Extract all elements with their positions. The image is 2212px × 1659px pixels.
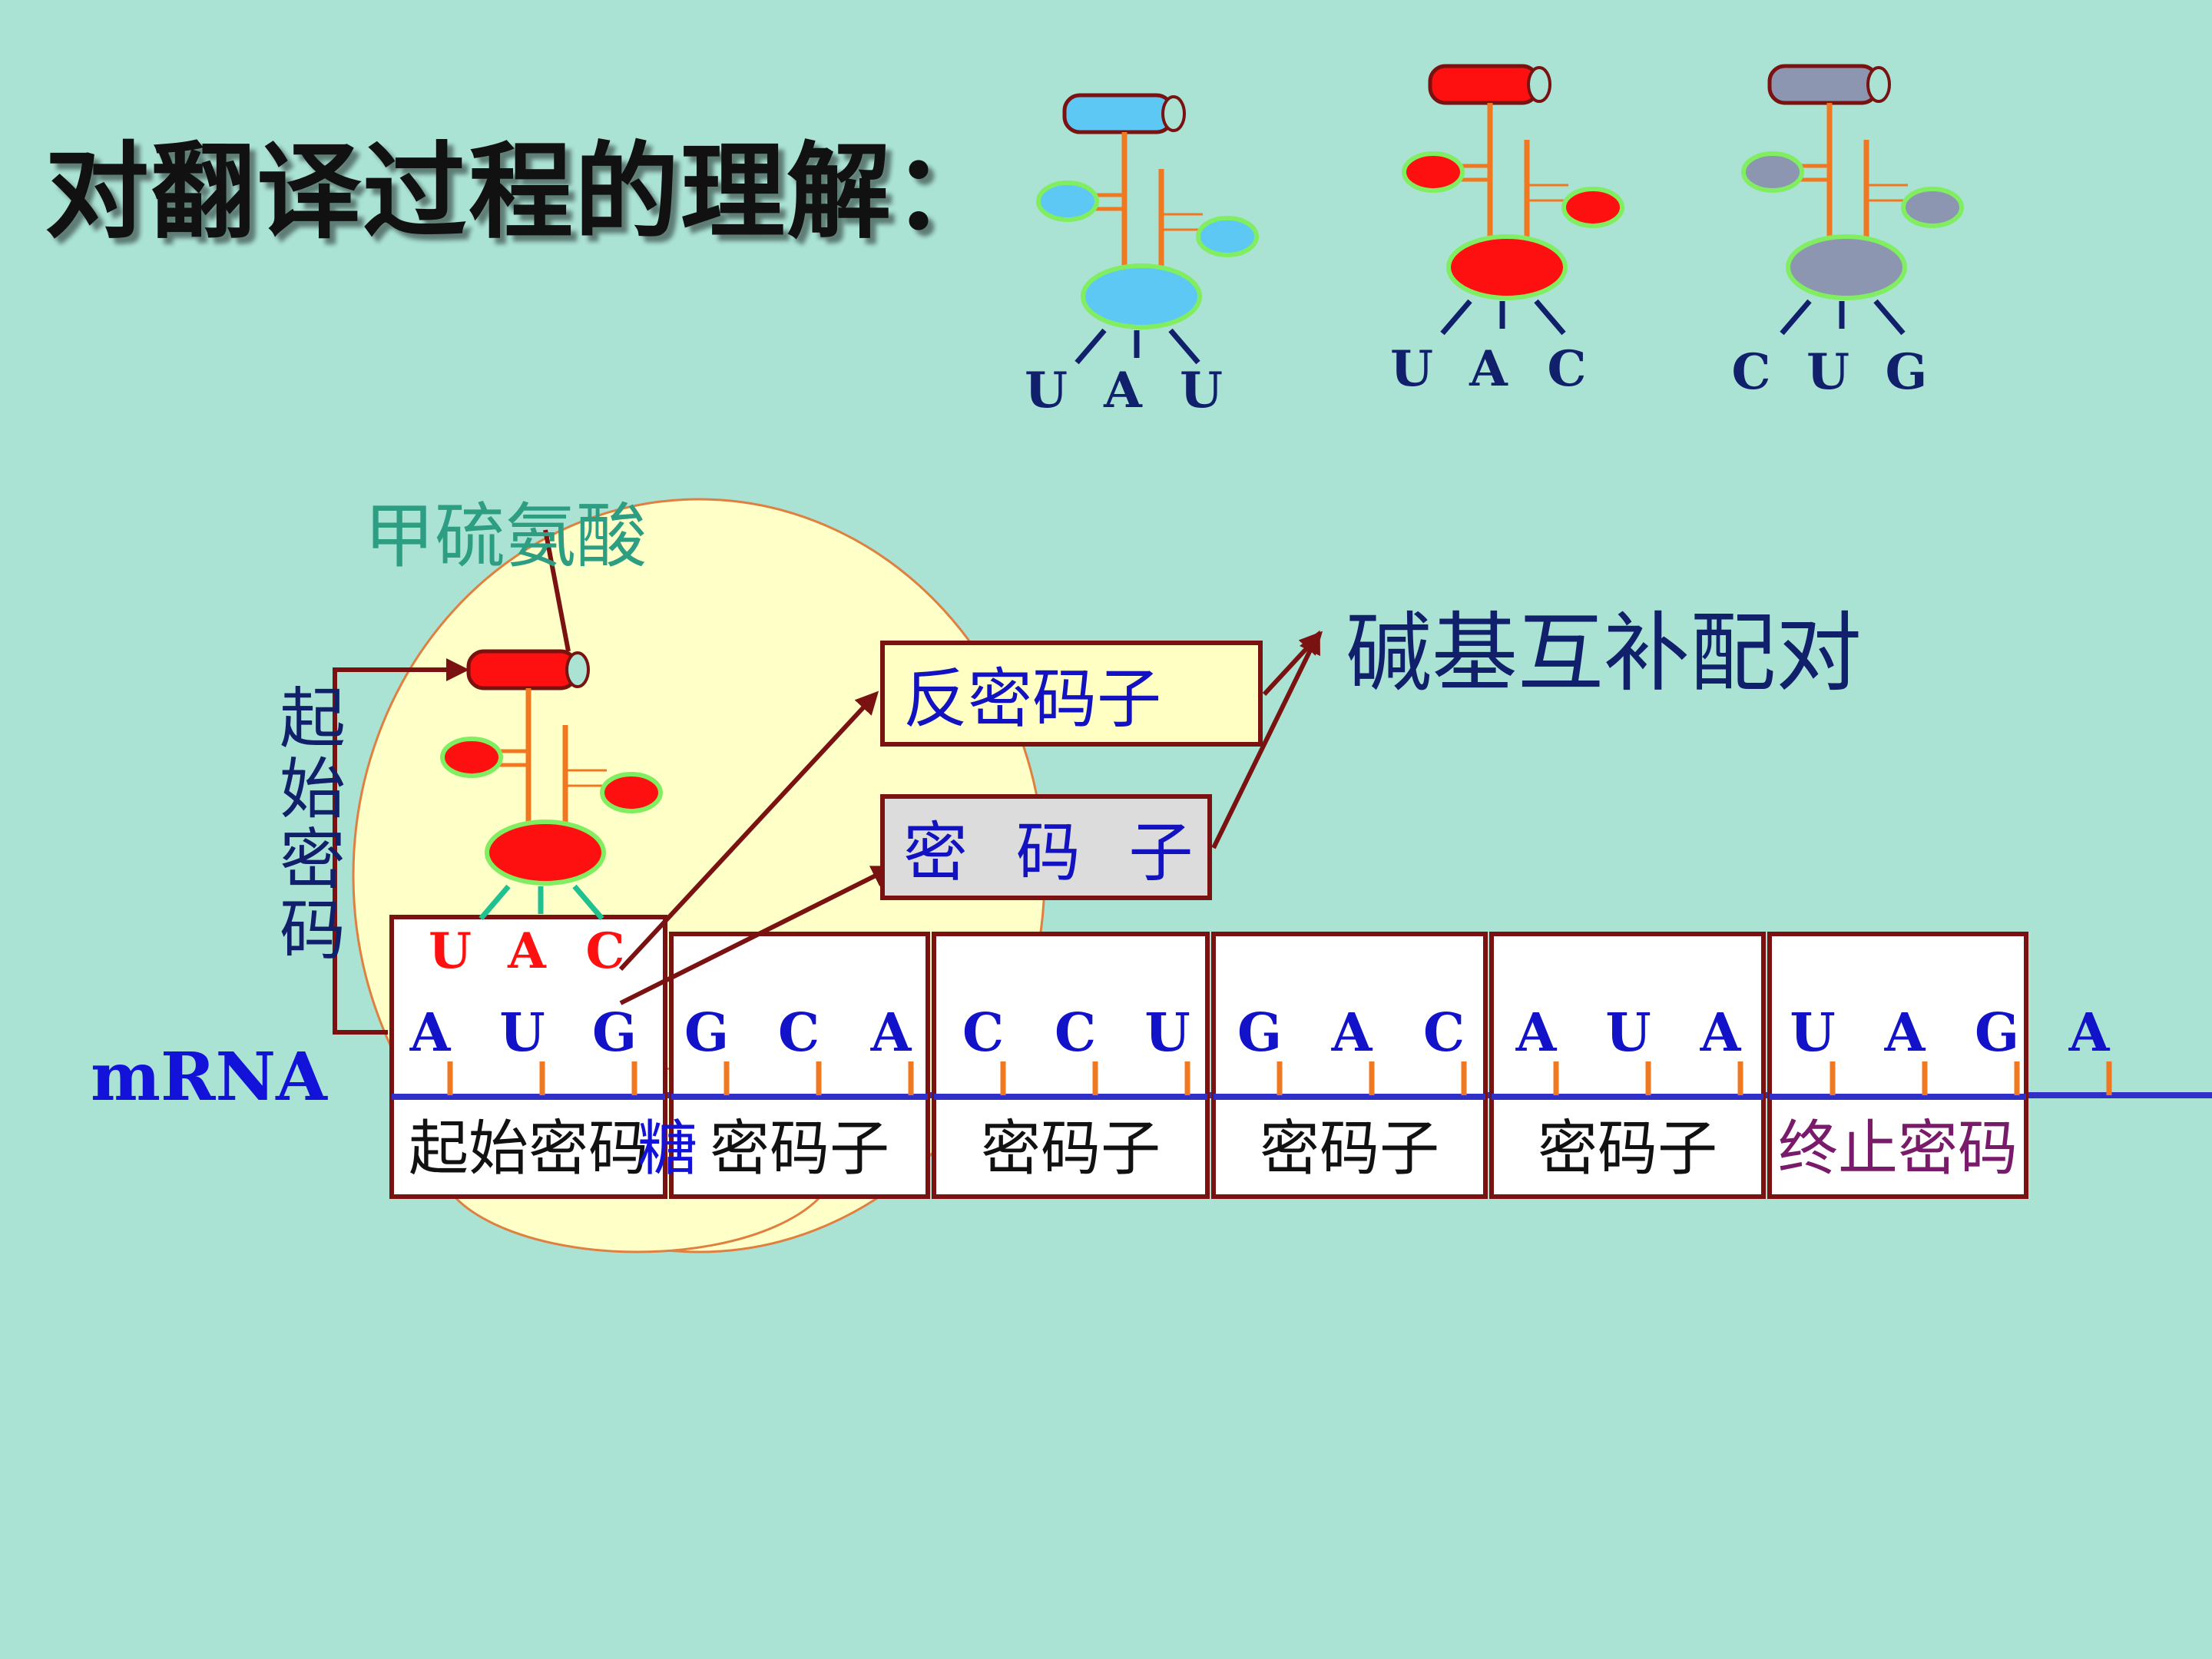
trna-d-loop [1036, 180, 1099, 222]
codon-box [669, 932, 930, 1199]
anticodon-base: C [586, 922, 625, 980]
base-pairing-label: 碱基互补配对 [1346, 604, 1862, 704]
codon-box [1211, 932, 1488, 1199]
start-codon-vertical-label: 起始密码 [280, 680, 346, 969]
trna-d-loop [1402, 151, 1465, 193]
anticodon-base: C [1548, 340, 1587, 398]
codon-box-group: 起始密码密码子密码子密码子密码子终止密码糖 [389, 915, 2028, 1199]
methionine-pointer [543, 529, 571, 652]
mrna-base: U [1790, 1002, 1835, 1064]
trna-anticodon-loop [1081, 263, 1202, 329]
codon-box-label: 密码子 [1260, 1114, 1439, 1184]
mrna-base: A [1331, 1002, 1373, 1064]
amino-acid-cap [1767, 64, 1879, 105]
codon-box-label: 密码子 [710, 1114, 889, 1184]
anticodon-base: U [1180, 362, 1223, 419]
trna-anticodon-loop [485, 820, 606, 886]
anticodon-arrow [618, 690, 879, 972]
codon-box [389, 915, 667, 1199]
mrna-label: mRNA [91, 1038, 327, 1116]
anticodon-base: C [1732, 343, 1771, 401]
mrna-base: A [1884, 1002, 1926, 1064]
methionine-label: 甲硫氨酸 [364, 495, 647, 578]
codon-box-label: 密码子 [1538, 1114, 1717, 1184]
codon-box [1767, 932, 2028, 1199]
mrna-base: C [962, 1002, 1004, 1064]
anticodon-base: U [1390, 340, 1433, 398]
amino-acid-cap [466, 649, 578, 690]
cap-notch [1527, 66, 1551, 103]
trna-leg [1534, 299, 1566, 336]
anticodon-base: U [429, 922, 472, 980]
codon-arrow [619, 866, 896, 1005]
trna-leg [1440, 299, 1472, 336]
trna-leg [1780, 299, 1812, 336]
trna-leg [572, 884, 604, 921]
trna-t-loop [1196, 216, 1259, 257]
mrna-base: C [1423, 1002, 1465, 1064]
arrows [333, 529, 1323, 1035]
mrna-base: G [1237, 1002, 1282, 1064]
ribosome-label-partial: 糖 [637, 1114, 697, 1184]
amino-acid-cap [1428, 64, 1540, 105]
mrna-base: A [1700, 1002, 1742, 1064]
codon-box-label: 终止密码 [1778, 1114, 2018, 1184]
amino-acid-cap [1062, 93, 1174, 134]
start-codon-bracket [333, 658, 469, 1035]
mrna-base: G [684, 1002, 729, 1064]
codon-box-label: 密码子 [981, 1114, 1161, 1184]
anticodon-base: G [1886, 343, 1928, 401]
mrna-base: A [870, 1002, 912, 1064]
codon-box [1489, 932, 1766, 1199]
trna-leg [1873, 299, 1906, 336]
trna-leg [1075, 328, 1107, 365]
mrna-base: U [1605, 1002, 1651, 1064]
trna-t-loop [1901, 187, 1964, 228]
mrna-base: G [1975, 1002, 2019, 1064]
codon-box-label: 起始密码 [409, 1114, 648, 1184]
trna-leg [478, 884, 511, 921]
codon-label-box: 密 码 子 [880, 794, 1212, 900]
trna-d-loop [1741, 151, 1804, 193]
anticodon-label-box: 反密码子 [880, 641, 1263, 747]
mrna-base: C [778, 1002, 820, 1064]
codon-label: 密 码 子 [903, 814, 1207, 890]
cap-notch [1161, 95, 1186, 132]
mrna-base: A [409, 1002, 452, 1064]
trna-t-loop [1561, 187, 1624, 228]
anticodon-base: U [1025, 362, 1068, 419]
anticodon-base: A [507, 922, 547, 980]
codon-box [932, 932, 1210, 1199]
trna-t-loop [600, 772, 663, 813]
anticodon-label: 反密码子 [903, 661, 1162, 737]
page-title: 对翻译过程的理解： [45, 132, 998, 253]
mrna-base: A [1515, 1002, 1558, 1064]
trna-leg [1168, 328, 1200, 365]
mrna-base: U [1144, 1002, 1190, 1064]
trna-anticodon-loop [1786, 234, 1907, 300]
cap-notch [565, 651, 590, 688]
anticodon-base: U [1806, 343, 1849, 401]
pairing-arrow-2 [1211, 630, 1320, 849]
trna-d-loop [440, 737, 503, 778]
trna-anticodon-loop [1446, 234, 1568, 300]
anticodon-base: A [1469, 340, 1508, 398]
mrna-base: U [499, 1002, 545, 1064]
mrna-base: G [592, 1002, 637, 1064]
mrna-base: A [2068, 1002, 2111, 1064]
anticodon-base: A [1103, 362, 1143, 419]
cap-notch [1866, 66, 1891, 103]
mrna-base: C [1055, 1002, 1096, 1064]
